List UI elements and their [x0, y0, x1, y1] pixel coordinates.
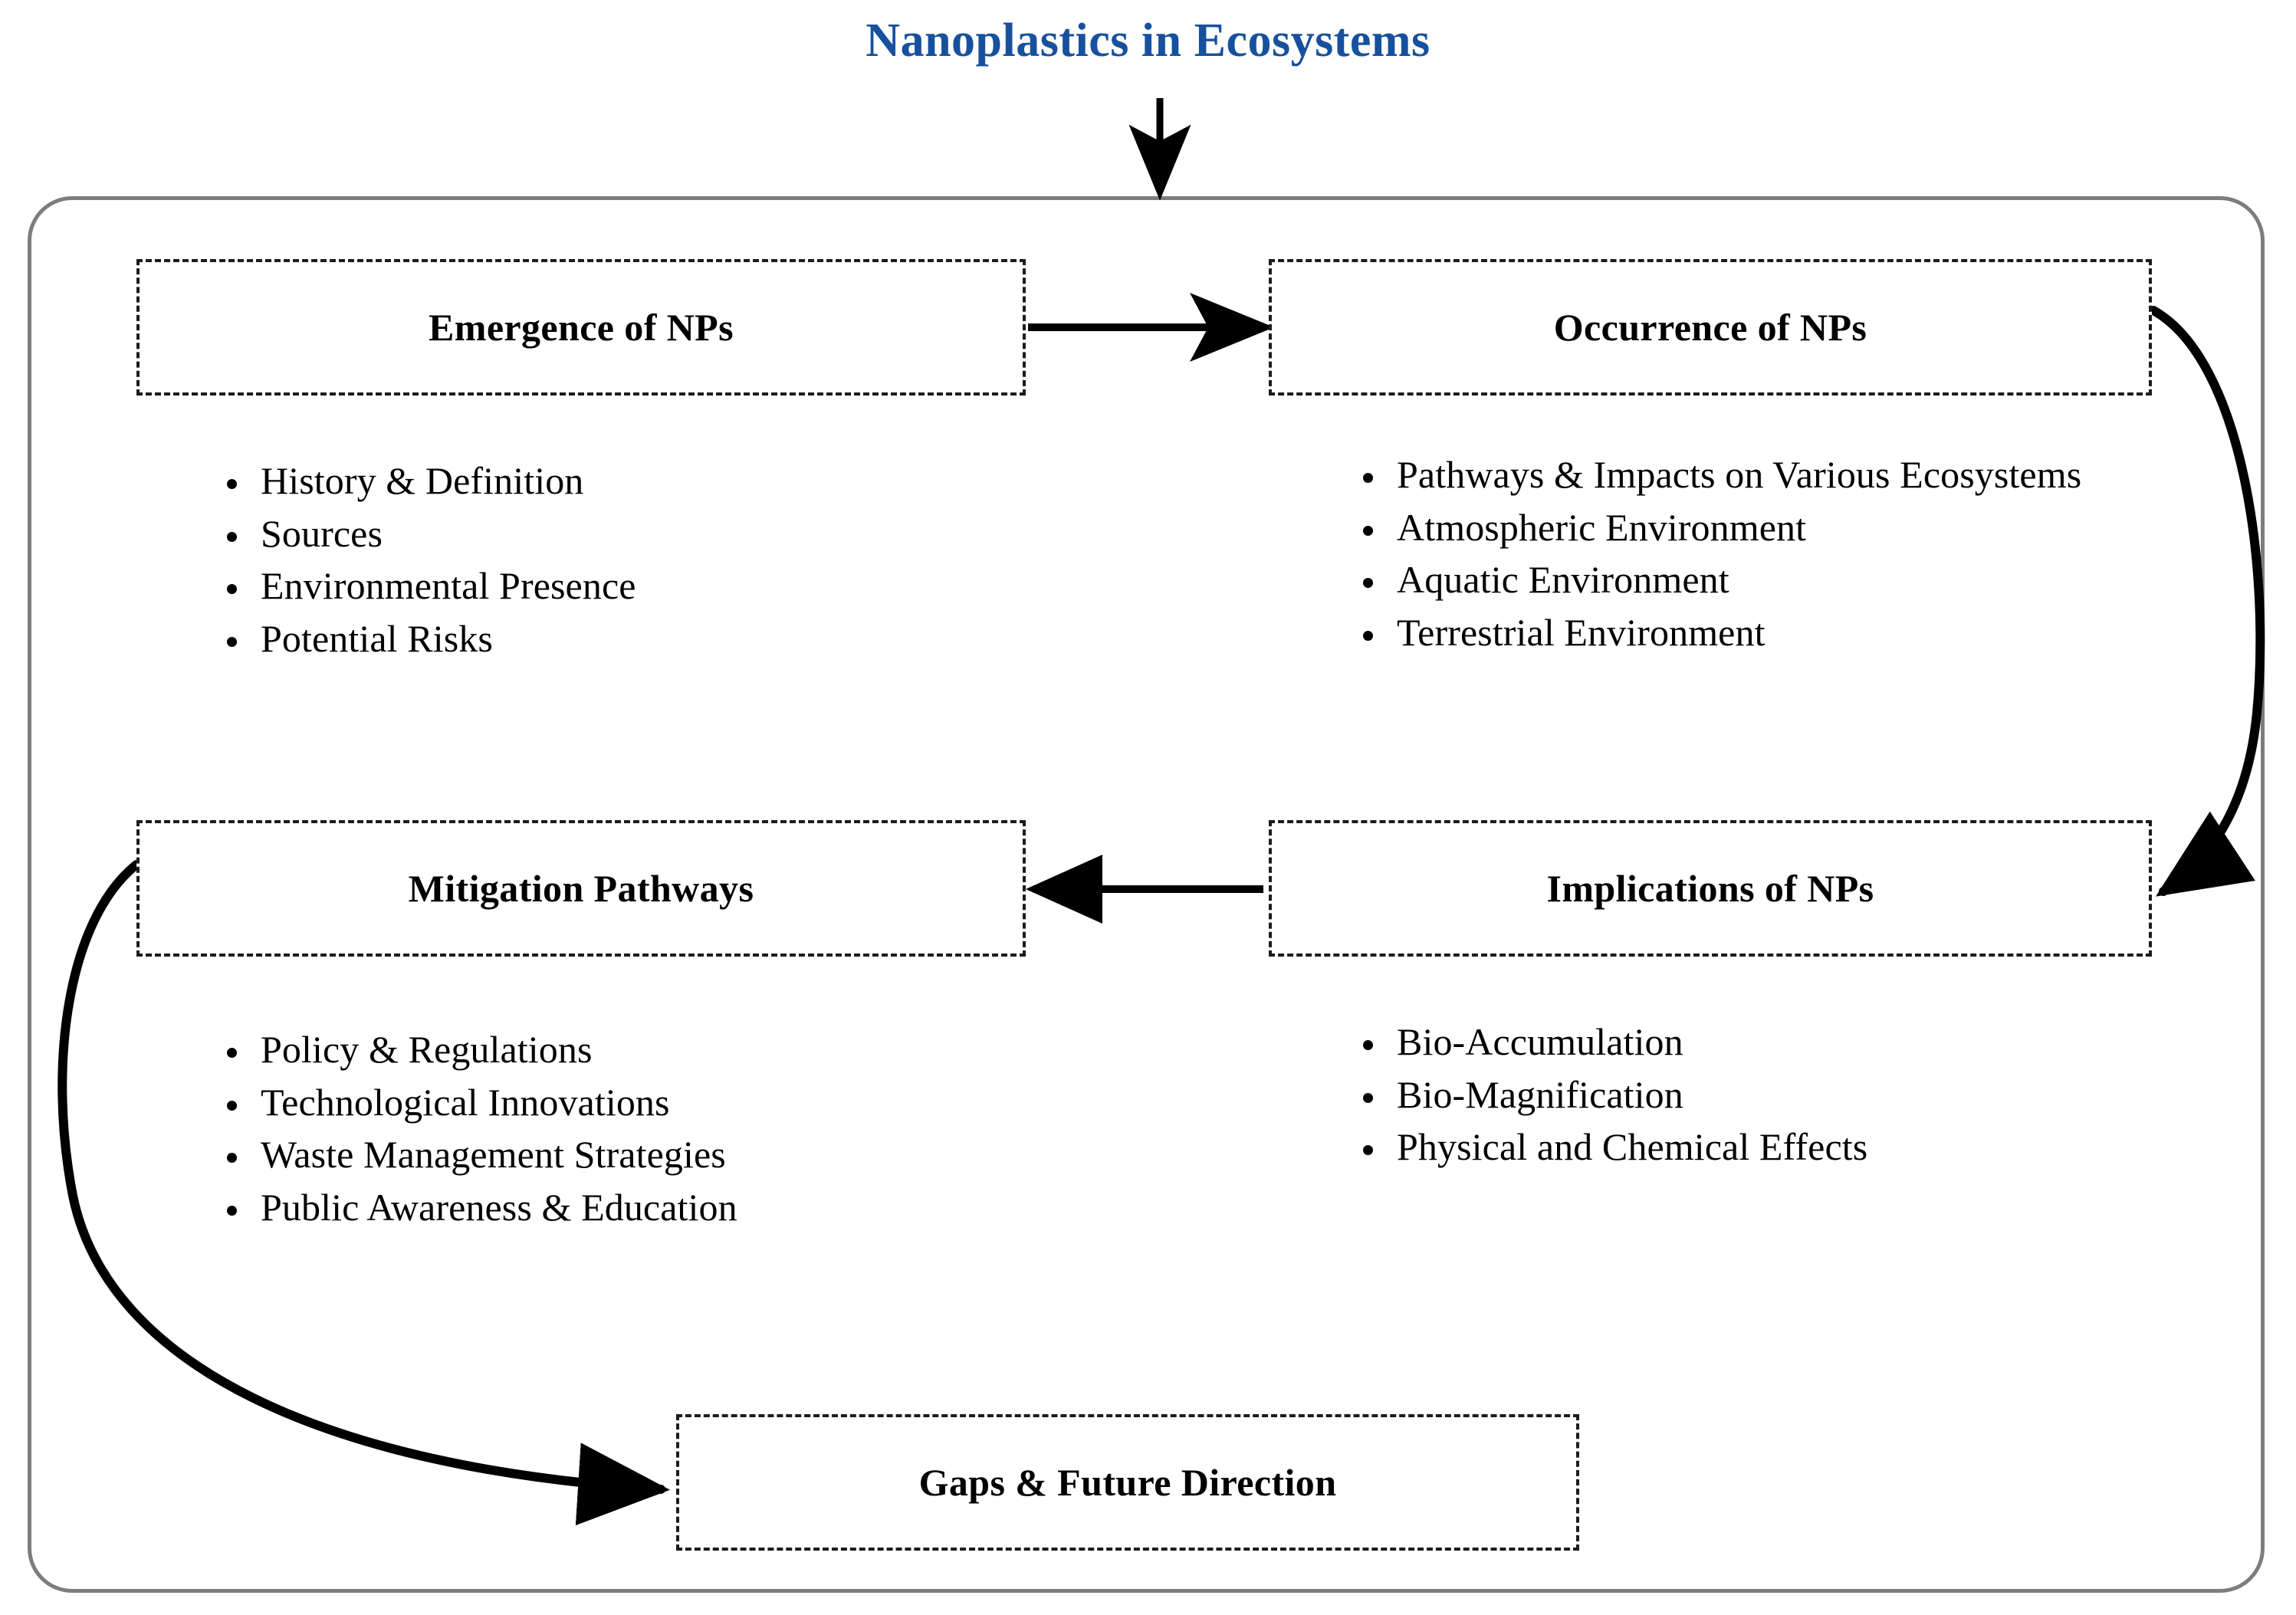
node-implications-of-nps[interactable]: Implications of NPs — [1269, 820, 2152, 957]
list-item: Potential Risks — [213, 616, 1026, 661]
node-emergence-of-nps[interactable]: Emergence of NPs — [136, 259, 1026, 396]
list-item: Terrestrial Environment — [1349, 610, 2208, 655]
list-item: Pathways & Impacts on Various Ecosystems — [1349, 452, 2208, 497]
node-mitigation-pathways[interactable]: Mitigation Pathways — [136, 820, 1026, 957]
list-item: Public Awareness & Education — [213, 1185, 995, 1230]
bullet-list-emergence: History & Definition Sources Environment… — [213, 458, 1026, 668]
node-occurrence-of-nps[interactable]: Occurrence of NPs — [1269, 259, 2152, 396]
node-gaps-future-direction[interactable]: Gaps & Future Direction — [676, 1414, 1579, 1551]
bullet-list-occurrence: Pathways & Impacts on Various Ecosystems… — [1349, 452, 2208, 662]
list-item: Waste Management Strategies — [213, 1132, 995, 1177]
bullet-list-implications: Bio-Accumulation Bio-Magnification Physi… — [1349, 1019, 2162, 1177]
node-occurrence-label: Occurrence of NPs — [1553, 306, 1867, 349]
list-item: Physical and Chemical Effects — [1349, 1124, 2162, 1170]
list-item: Bio-Magnification — [1349, 1072, 2162, 1118]
bullet-list-mitigation: Policy & Regulations Technological Innov… — [213, 1027, 995, 1237]
node-mitigation-label: Mitigation Pathways — [408, 867, 754, 910]
list-item: Environmental Presence — [213, 563, 1026, 609]
list-item: History & Definition — [213, 458, 1026, 504]
list-item: Sources — [213, 511, 1026, 556]
node-implications-label: Implications of NPs — [1546, 867, 1874, 910]
list-item: Policy & Regulations — [213, 1027, 995, 1072]
list-item: Bio-Accumulation — [1349, 1019, 2162, 1065]
page-title: Nanoplastics in Ecosystems — [866, 15, 1430, 67]
list-item: Aquatic Environment — [1349, 557, 2208, 602]
node-gaps-label: Gaps & Future Direction — [918, 1461, 1337, 1504]
node-emergence-label: Emergence of NPs — [429, 306, 734, 349]
list-item: Technological Innovations — [213, 1080, 995, 1125]
list-item: Atmospheric Environment — [1349, 505, 2208, 550]
